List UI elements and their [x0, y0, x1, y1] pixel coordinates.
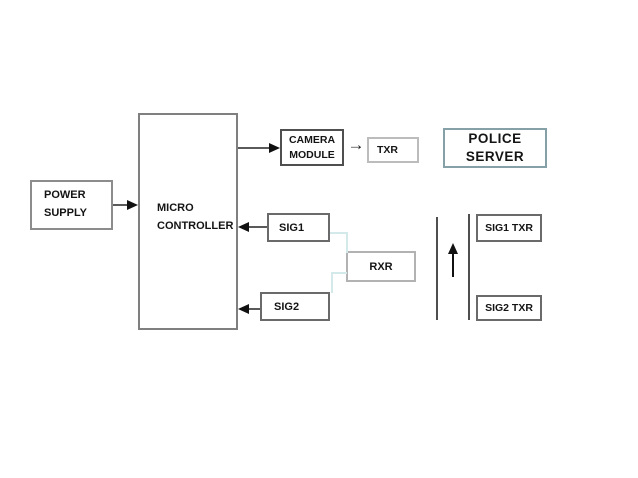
power-supply-label-line1: POWER	[44, 189, 86, 202]
micro-controller-label-line2: CONTROLLER	[157, 219, 234, 232]
rxr-to-sig2-connector-v	[331, 272, 333, 293]
sig2-to-mcu-line	[248, 308, 260, 310]
police-server-label-line2: SERVER	[465, 149, 525, 164]
sig1-to-mcu-arrowhead-icon	[238, 222, 249, 232]
micro-controller-box: MICRO CONTROLLER	[138, 113, 238, 330]
sig1-box: SIG1	[267, 213, 330, 242]
txr-box: TXR	[367, 137, 419, 163]
police-server-label-line1: POLICE	[468, 131, 522, 147]
divider-line-left	[436, 217, 438, 320]
sig1-label: SIG1	[279, 221, 305, 234]
camera-module-box: CAMERA MODULE	[280, 129, 344, 166]
camera-to-txr-arrow-icon: →	[347, 135, 365, 154]
rxr-label: RXR	[369, 260, 393, 273]
sig2-label: SIG2	[274, 300, 300, 313]
rxr-to-sig2-connector-h	[331, 272, 347, 274]
rxr-box: RXR	[346, 251, 416, 282]
power-to-mcu-line	[113, 204, 130, 206]
sig1-to-rxr-connector-v	[346, 232, 348, 253]
up-arrow-stem	[452, 254, 454, 277]
sig1-to-mcu-line	[248, 226, 267, 228]
power-to-mcu-arrowhead-icon	[127, 200, 138, 210]
micro-controller-label-line1: MICRO	[157, 201, 194, 214]
sig2-txr-box: SIG2 TXR	[476, 295, 542, 321]
mcu-to-camera-arrowhead-icon	[269, 143, 280, 153]
power-supply-label-line2: SUPPLY	[44, 207, 88, 219]
mcu-to-camera-line	[238, 147, 271, 149]
sig2-to-mcu-arrowhead-icon	[238, 304, 249, 314]
camera-module-label-line1: CAMERA	[288, 133, 336, 146]
divider-line-right	[468, 214, 470, 320]
sig1-txr-box: SIG1 TXR	[476, 214, 542, 242]
sig2-txr-label: SIG2 TXR	[485, 302, 533, 314]
sig2-box: SIG2	[260, 292, 330, 321]
up-arrow-icon	[448, 243, 458, 254]
sig1-to-rxr-connector-h	[330, 232, 348, 234]
power-supply-box: POWER SUPPLY	[30, 180, 113, 230]
sig1-txr-label: SIG1 TXR	[485, 222, 533, 234]
police-server-box: POLICE SERVER	[443, 128, 547, 168]
txr-label: TXR	[377, 144, 398, 156]
camera-module-label-line2: MODULE	[289, 148, 335, 161]
